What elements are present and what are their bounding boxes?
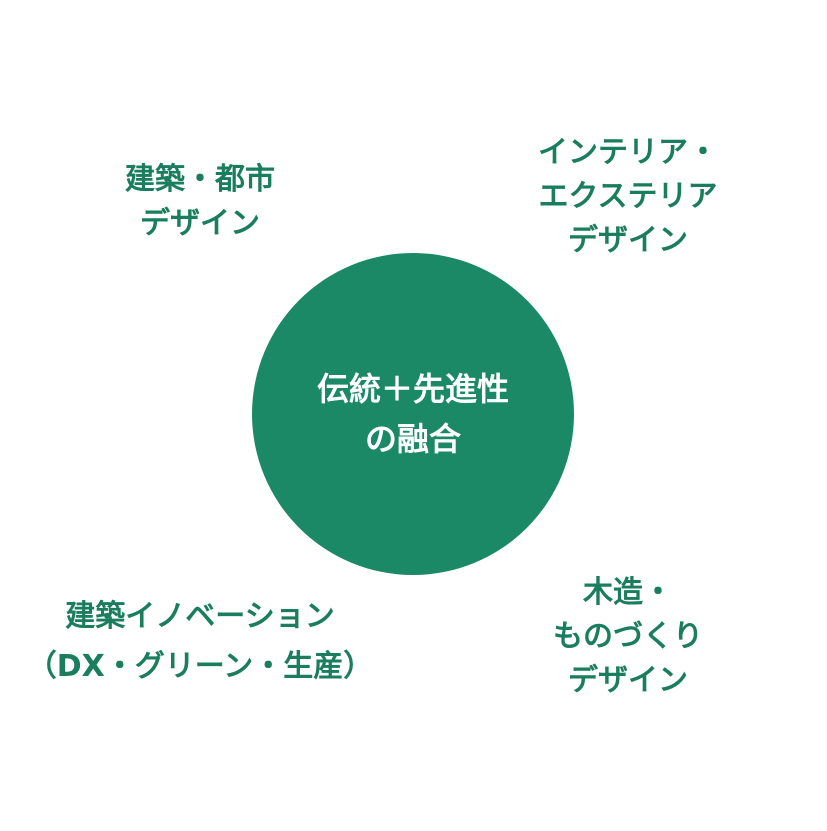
- topic-architecture-urban: 建築・都市 デザイン: [125, 158, 275, 246]
- topic-line: 建築イノベーション: [65, 599, 335, 634]
- topic-line: デザイン: [140, 206, 260, 241]
- topic-architecture-innovation: 建築イノベーション （DX・グリーン・生産）: [27, 592, 374, 692]
- center-line: の融合: [364, 420, 461, 458]
- topic-line: エクステリア: [538, 179, 718, 214]
- center-line: 伝統＋先進性: [316, 370, 509, 408]
- topic-line: 木造・: [583, 575, 673, 610]
- topic-wood-craft: 木造・ ものづくり デザイン: [553, 571, 703, 703]
- topic-line: 建築・都市: [125, 162, 275, 197]
- topic-line: デザイン: [568, 223, 688, 258]
- topic-line: デザイン: [568, 663, 688, 698]
- topic-line: インテリア・: [538, 135, 718, 170]
- topic-line: （DX・グリーン・生産）: [26, 649, 374, 684]
- center-circle: 伝統＋先進性 の融合: [252, 253, 574, 575]
- topic-interior-exterior: インテリア・ エクステリア デザイン: [538, 131, 718, 263]
- topic-line: ものづくり: [553, 619, 703, 654]
